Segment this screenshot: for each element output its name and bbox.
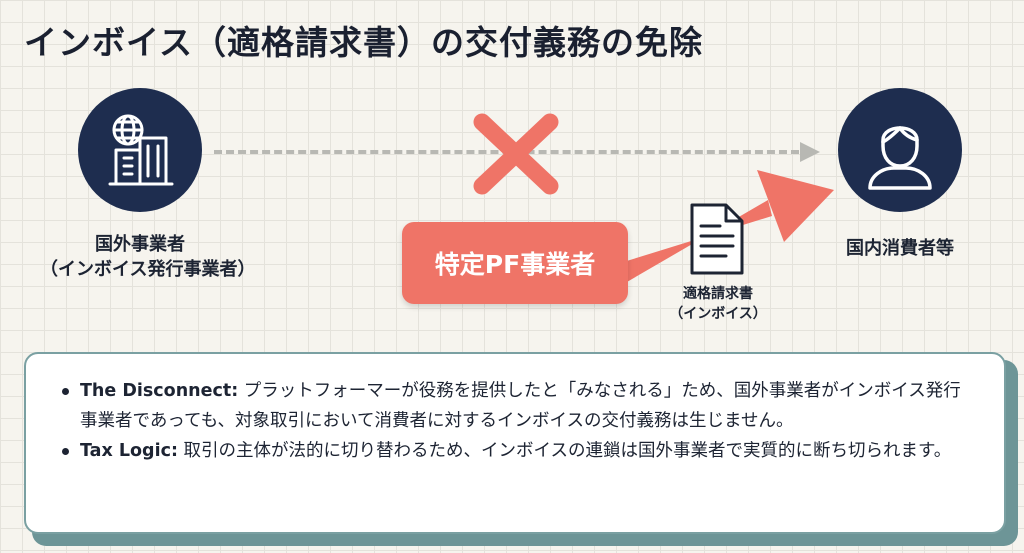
- invoice-document-label: 適格請求書 （インボイス）: [650, 284, 786, 324]
- foreign-business-label-line1: 国外事業者: [95, 234, 185, 255]
- explanation-item-tax-logic: Tax Logic: 取引の主体が法的に切り替わるため、インボイスの連鎖は国外事…: [60, 436, 964, 466]
- blocked-x-icon: [473, 113, 559, 195]
- explanation-item-disconnect: The Disconnect: プラットフォーマーが役務を提供したと「みなされる…: [60, 376, 964, 436]
- disconnect-term: The Disconnect:: [80, 381, 239, 401]
- page-title: インボイス（適格請求書）の交付義務の免除: [24, 23, 704, 62]
- globe-building-icon: [108, 114, 174, 186]
- invoice-document-label-line1: 適格請求書: [683, 286, 753, 302]
- person-icon: [868, 126, 932, 190]
- disconnect-text: プラットフォーマーが役務を提供したと「みなされる」ため、国外事業者がインボイス発…: [80, 381, 961, 431]
- tax-logic-term: Tax Logic:: [80, 441, 178, 461]
- platform-to-consumer-arrow: [604, 170, 834, 286]
- explanation-card: The Disconnect: プラットフォーマーが役務を提供したと「みなされる…: [24, 352, 1006, 534]
- blocked-flow-arrowhead: [800, 142, 820, 162]
- domestic-consumer-label: 国内消費者等: [846, 238, 954, 259]
- document-icon: [690, 203, 744, 275]
- tax-logic-text: 取引の主体が法的に切り替わるため、インボイスの連鎖は国外事業者で実質的に断ち切ら…: [177, 441, 952, 461]
- invoice-document-label-line2: （インボイス）: [669, 306, 767, 322]
- explanation-list: The Disconnect: プラットフォーマーが役務を提供したと「みなされる…: [60, 376, 964, 466]
- foreign-business-label-line2: （インボイス発行事業者）: [40, 259, 256, 280]
- foreign-business-label: 国外事業者 （インボイス発行事業者）: [40, 232, 256, 282]
- foreign-business-node: [78, 88, 202, 212]
- platform-operator-box: 特定PF事業者: [402, 222, 628, 304]
- domestic-consumer-node: [838, 88, 962, 212]
